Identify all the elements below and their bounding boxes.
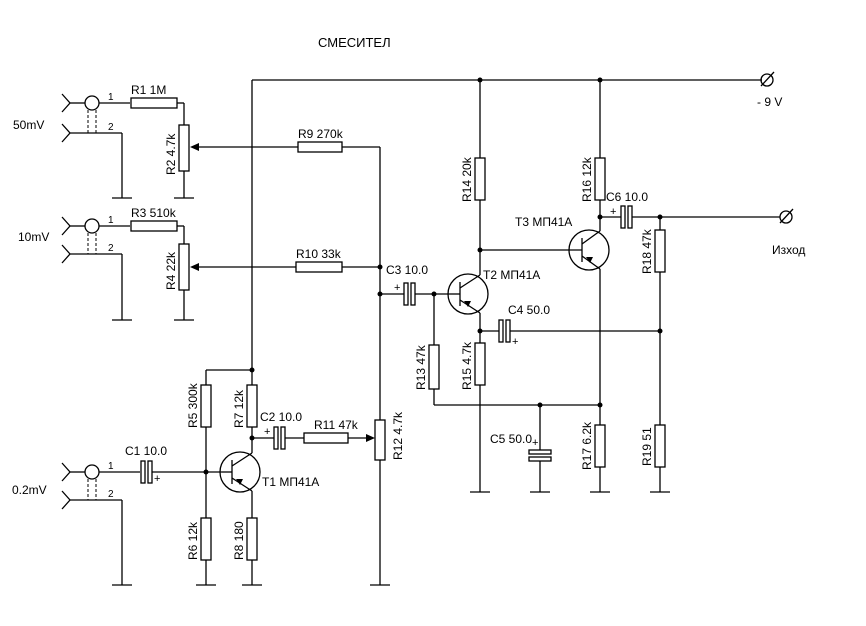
potentiometer-r2 (178, 124, 190, 172)
pin-2-label: 2 (108, 243, 114, 254)
resistor-r18 (654, 229, 666, 273)
resistor-r13 (428, 344, 440, 390)
c4-label: C4 50.0 (508, 303, 550, 317)
resistor-r8 (246, 517, 258, 561)
r11-label: R11 47k (314, 418, 359, 432)
r16-label: R16 12k (580, 156, 594, 202)
resistor-r10 (295, 261, 343, 273)
potentiometer-r12 (374, 419, 386, 461)
r3-label: R3 510k (131, 206, 177, 220)
r9-label: R9 270k (298, 127, 344, 141)
resistor-r9 (297, 141, 343, 153)
input-3-level: 0.2mV (12, 483, 47, 497)
resistor-r14 (474, 157, 486, 201)
c6-label: C6 10.0 (606, 190, 648, 204)
r14-label: R14 20k (460, 156, 474, 202)
c1-label: C1 10.0 (125, 444, 167, 458)
c1-plus: + (154, 473, 160, 485)
r18-label: R18 47k (640, 228, 654, 274)
resistor-r3 (130, 220, 178, 232)
c3-label: C3 10.0 (386, 263, 428, 277)
r19-label: R19 51 (640, 427, 654, 466)
r7-label: R7 12k (232, 389, 246, 428)
input-jack-3 (61, 462, 140, 586)
resistor-r1 (130, 97, 178, 109)
pin-2-label: 2 (108, 122, 114, 133)
c6-plus: + (610, 206, 616, 218)
c3-plus: + (394, 282, 400, 294)
transistor-t1 (219, 451, 261, 493)
input-jack-1 (61, 93, 132, 199)
t1-label: T1 МП41А (262, 475, 319, 489)
pin-1-label: 1 (108, 92, 114, 103)
c5-label: C5 50.0 (490, 432, 532, 446)
resistor-r11 (303, 432, 349, 444)
resistor-r5 (200, 384, 212, 428)
supply-rail (252, 77, 762, 83)
t2-label: T2 МП41А (483, 268, 540, 282)
capacitor-c6 (620, 205, 633, 229)
resistor-r19 (654, 424, 666, 468)
pin-2-label: 2 (108, 489, 114, 500)
r4-label: R4 22k (164, 251, 178, 290)
resistor-r6 (200, 517, 212, 561)
pin-1-label: 1 (108, 215, 114, 226)
supply-terminal (760, 71, 775, 87)
input-2-level: 10mV (18, 230, 49, 244)
capacitor-c4 (498, 319, 511, 343)
capacitor-c5 (528, 449, 552, 462)
resistor-r7 (246, 384, 258, 428)
r8-label: R8 180 (232, 521, 246, 560)
output-label: Изход (772, 243, 805, 257)
t3-label: T3 МП41А (515, 215, 572, 229)
r1-label: R1 1M (131, 83, 166, 97)
pin-1-label: 1 (108, 461, 114, 472)
c5-plus: + (532, 437, 538, 449)
capacitor-c1 (140, 460, 153, 484)
c4-plus: + (512, 336, 518, 348)
capacitor-c2 (273, 426, 286, 450)
r12-label: R12 4.7k (391, 411, 405, 460)
capacitor-c3 (403, 282, 416, 306)
r15-label: R15 4.7k (460, 341, 474, 390)
r10-label: R10 33k (296, 247, 342, 261)
resistor-r17 (594, 424, 606, 468)
transistor-t3 (568, 229, 610, 271)
output-terminal (779, 208, 794, 224)
r17-label: R17 6.2k (580, 421, 594, 470)
input-1-level: 50mV (13, 118, 44, 132)
c2-plus: + (264, 426, 270, 438)
resistor-r16 (594, 157, 606, 201)
r2-label: R2 4.7k (164, 133, 178, 175)
potentiometer-r4 (178, 243, 190, 291)
resistor-r15 (474, 342, 486, 386)
transistor-t2 (447, 273, 489, 315)
input-jack-2 (61, 216, 132, 321)
r6-label: R6 12k (186, 521, 200, 560)
schematic-title: СМЕСИТЕЛ (318, 35, 391, 50)
r5-label: R5 300k (186, 382, 200, 428)
r13-label: R13 47k (414, 344, 428, 390)
supply-voltage-label: - 9 V (757, 95, 782, 109)
c2-label: C2 10.0 (260, 410, 302, 424)
